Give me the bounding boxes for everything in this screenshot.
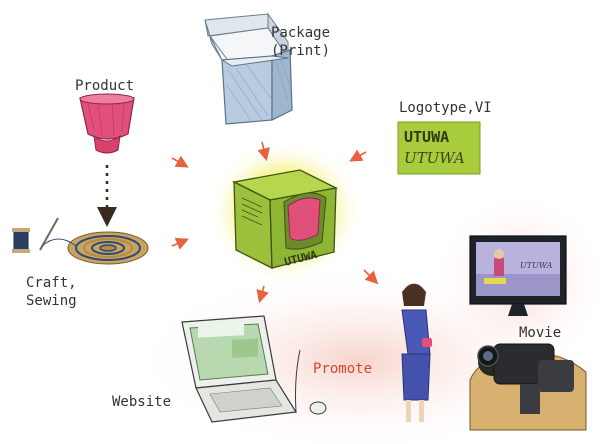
- promote-woman-illustration: [401, 283, 432, 422]
- tv-screen-logo: UTUWA: [520, 261, 553, 270]
- label-website: Website: [112, 394, 172, 410]
- arrow-box-to-website: [256, 285, 269, 304]
- label-package: Package (Print): [271, 25, 331, 59]
- label-craft-sewing: Craft, Sewing: [26, 275, 77, 309]
- arrow-box-to-promote: [363, 269, 379, 285]
- package-illustration: [204, 12, 293, 125]
- label-product: Product: [75, 78, 135, 94]
- logotype-text-top: UTUWA: [404, 128, 449, 146]
- movie-tv-illustration: UTUWA: [469, 235, 567, 316]
- website-laptop-illustration: [181, 315, 327, 423]
- logotype-text-bottom: UTUWA: [404, 149, 465, 167]
- arrow-logo-to-box: [349, 149, 367, 162]
- craft-sewing-illustration: [12, 217, 149, 265]
- flow-arrows: [171, 141, 379, 304]
- center-product-box: UTUWA: [231, 169, 339, 270]
- arrow-package-to-box: [257, 141, 270, 162]
- logotype-card: UTUWA UTUWA: [397, 121, 481, 175]
- label-logotype: Logotype,VI: [399, 100, 492, 116]
- camera-operator-illustration: [469, 343, 587, 431]
- product-cup-illustration: [79, 93, 135, 154]
- label-promote: Promote: [313, 361, 373, 377]
- arrow-product-to-box: [171, 155, 189, 168]
- arrow-craft-to-box: [171, 237, 189, 250]
- label-movie: Movie: [519, 325, 562, 341]
